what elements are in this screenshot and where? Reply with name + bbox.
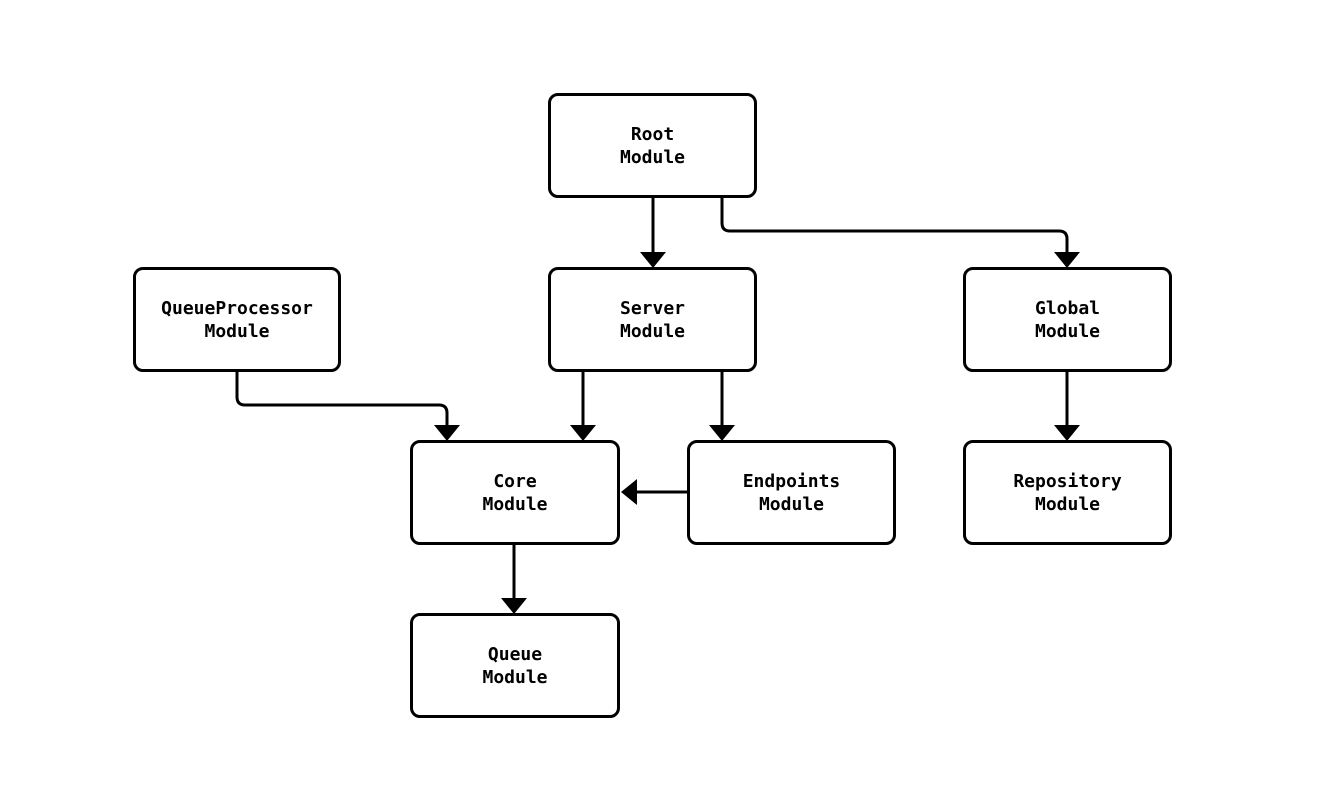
node-repository-module-label: Repository Module bbox=[1013, 470, 1122, 515]
node-global-module: Global Module bbox=[963, 267, 1172, 372]
edge-root-to-global bbox=[720, 198, 1080, 268]
node-queueprocessor-module: QueueProcessor Module bbox=[133, 267, 341, 372]
node-queue-module-label: Queue Module bbox=[482, 643, 548, 688]
edge-server-to-core bbox=[570, 372, 596, 441]
node-global-module-label: Global Module bbox=[1034, 297, 1101, 342]
node-root-module: Root Module bbox=[548, 93, 757, 198]
node-root-module-label: Root Module bbox=[619, 123, 686, 168]
node-queue-module: Queue Module bbox=[410, 613, 620, 718]
node-queueprocessor-module-label: QueueProcessor Module bbox=[161, 297, 313, 342]
node-repository-module: Repository Module bbox=[963, 440, 1172, 545]
node-endpoints-module: Endpoints Module bbox=[687, 440, 896, 545]
edge-root-to-server bbox=[640, 198, 666, 268]
edge-endpoints-to-core bbox=[621, 479, 687, 505]
node-server-module: Server Module bbox=[548, 267, 757, 372]
node-server-module-label: Server Module bbox=[619, 297, 686, 342]
node-core-module: Core Module bbox=[410, 440, 620, 545]
edge-core-to-queue bbox=[501, 545, 527, 614]
node-core-module-label: Core Module bbox=[482, 470, 548, 515]
edge-queueprocessor-to-core bbox=[235, 372, 460, 441]
edge-global-to-repository bbox=[1054, 372, 1080, 441]
edge-server-to-endpoints bbox=[709, 372, 735, 441]
node-endpoints-module-label: Endpoints Module bbox=[742, 470, 841, 515]
